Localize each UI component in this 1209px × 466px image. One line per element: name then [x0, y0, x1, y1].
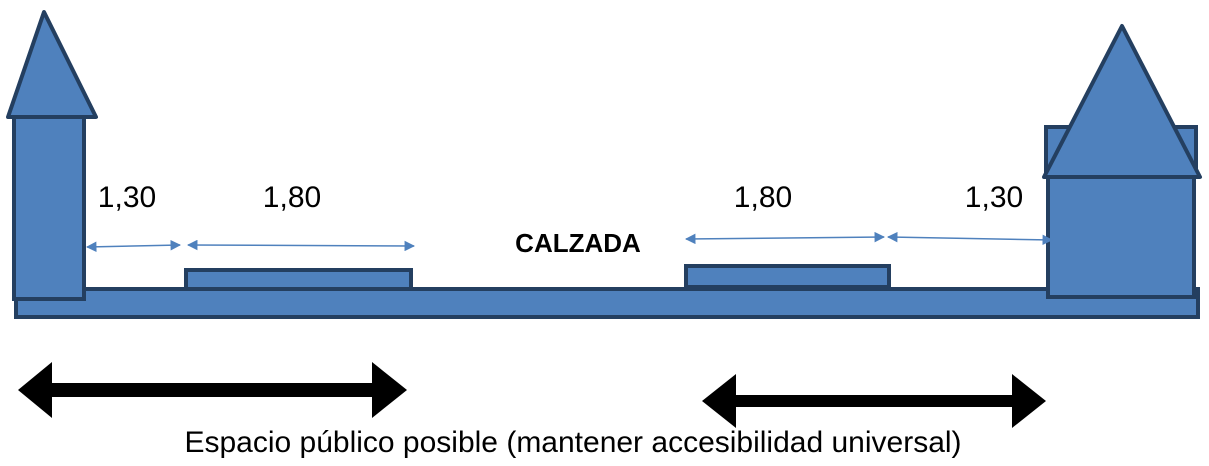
dimension-arrow-right-strip — [684, 231, 886, 245]
left-strip — [184, 268, 413, 291]
road-label: CALZADA — [515, 228, 641, 258]
dimension-arrow-left-strip — [186, 239, 416, 252]
right-strip — [684, 264, 891, 289]
right-building-body — [1046, 175, 1196, 299]
dimension-label-left-sidewalk: 1,30 — [98, 181, 156, 214]
right-building — [1042, 24, 1202, 299]
right-building-roof — [1042, 24, 1202, 179]
left-building-body — [12, 115, 86, 301]
dimension-label-right-strip: 1,80 — [734, 181, 792, 214]
left-building — [6, 10, 98, 301]
dimension-arrow-right-sidewalk — [886, 231, 1054, 246]
dimension-arrow-left-sidewalk — [85, 239, 182, 253]
dimension-label-right-sidewalk: 1,30 — [965, 181, 1023, 214]
street-base — [14, 287, 1200, 319]
left-building-roof — [6, 10, 98, 119]
dimension-label-left-strip: 1,80 — [263, 181, 321, 214]
caption: Espacio público posible (mantener accesi… — [184, 426, 961, 459]
public-space-arrow-left — [18, 362, 407, 418]
public-space-arrow-right — [702, 374, 1046, 428]
